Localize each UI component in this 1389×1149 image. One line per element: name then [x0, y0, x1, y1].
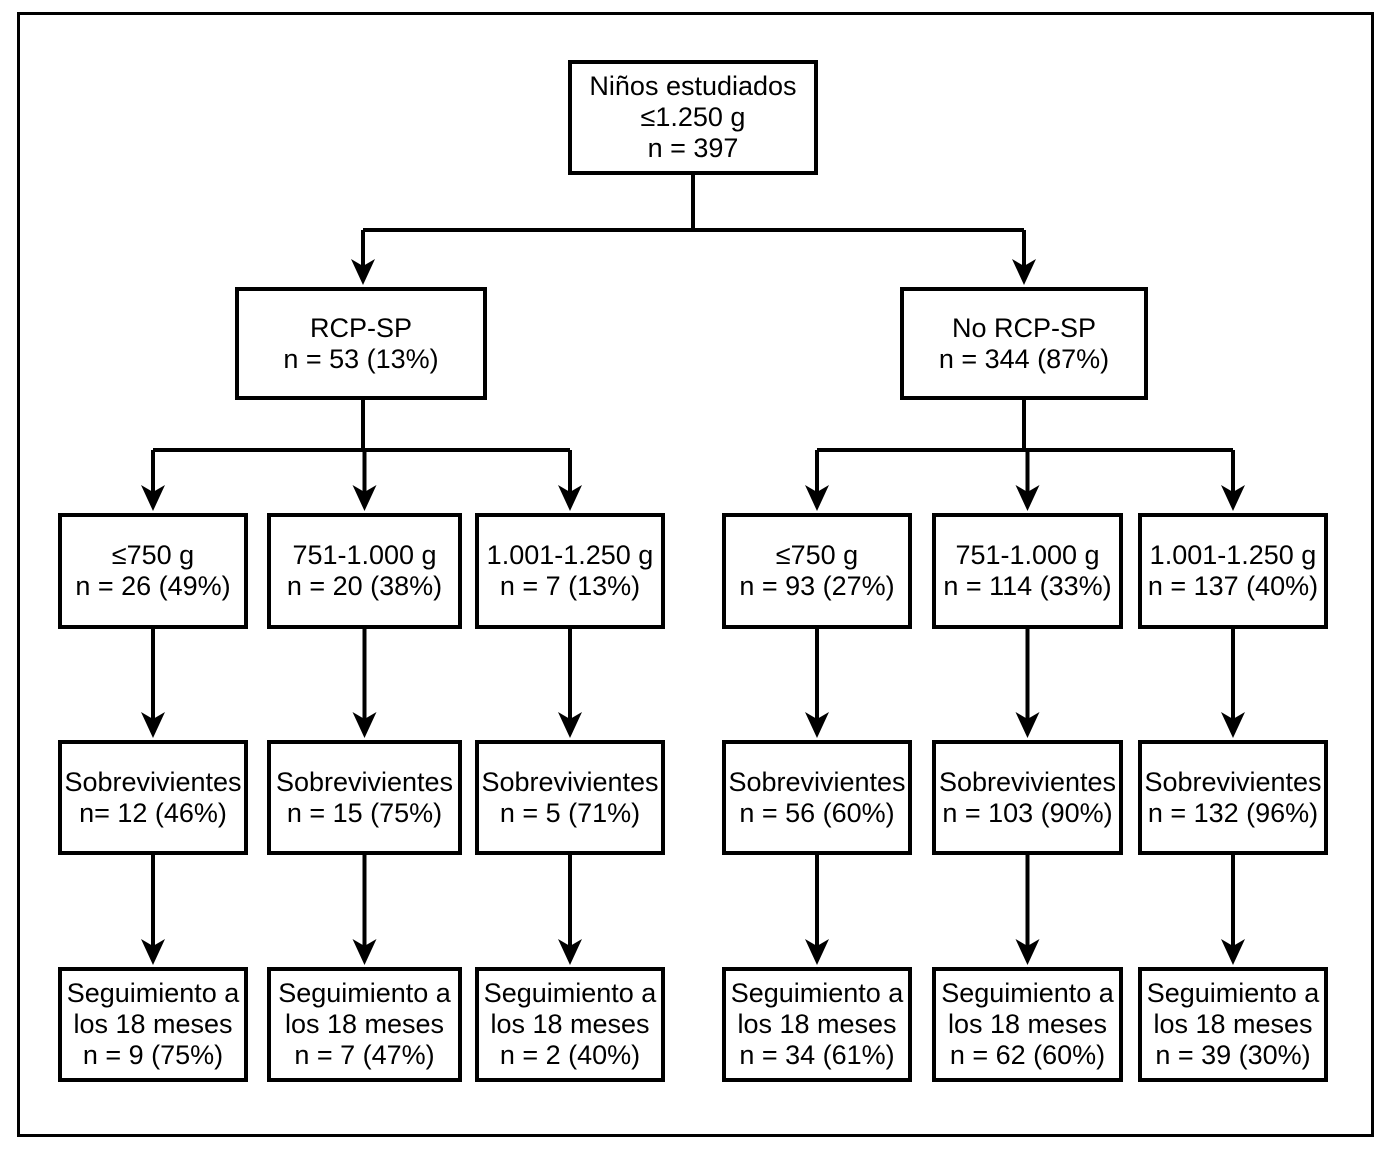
node-text-line: n = 132 (96%)	[1147, 797, 1319, 828]
node-text-line: n = 5 (71%)	[499, 797, 641, 828]
node-text-line: n = 53 (13%)	[283, 343, 439, 374]
node-text-line: Niños estudiados	[589, 71, 797, 101]
node-text-line: los 18 meses	[73, 1009, 233, 1039]
node-text-line: los 18 meses	[1153, 1009, 1313, 1039]
node-text-line: 1.001-1.250 g	[486, 540, 654, 570]
node-text-line: 751-1.000 g	[292, 540, 437, 570]
node-text-line: n = 114 (33%)	[943, 571, 1112, 601]
node-rcp-sobrevivientes-1250: Sobrevivientes n = 5 (71%)	[475, 740, 665, 855]
node-text-line: n = 39 (30%)	[1155, 1040, 1311, 1070]
node-text-line: n = 344 (87%)	[938, 343, 1110, 374]
node-text-line: n = 26 (49%)	[75, 571, 231, 601]
node-text-line: Sobrevivientes	[1144, 766, 1322, 797]
node-text-line: Seguimiento a	[483, 978, 657, 1008]
node-text-line: n= 12 (46%)	[79, 797, 227, 828]
node-text-line: Seguimiento a	[66, 978, 240, 1008]
node-text-line: n = 137 (40%)	[1147, 571, 1319, 601]
node-norcp-1001-1250g: 1.001-1.250 g n = 137 (40%)	[1138, 513, 1328, 629]
node-text-line: Seguimiento a	[941, 978, 1114, 1008]
node-rcp-751-1000g: 751-1.000 g n = 20 (38%)	[267, 513, 462, 629]
node-norcp-sobrevivientes-750: Sobrevivientes n = 56 (60%)	[722, 740, 912, 855]
node-text-line: n = 7 (13%)	[499, 571, 641, 601]
node-no-rcp-sp: No RCP-SP n = 344 (87%)	[900, 287, 1148, 400]
node-text-line: n = 7 (47%)	[294, 1040, 435, 1070]
node-text-line: Sobrevivientes	[275, 766, 454, 797]
node-norcp-seguimiento-1250: Seguimiento a los 18 meses n = 39 (30%)	[1138, 967, 1328, 1082]
node-text-line: n = 20 (38%)	[286, 571, 443, 601]
node-text-line: n = 103 (90%)	[942, 797, 1113, 828]
node-text-line: ≤1.250 g	[640, 102, 746, 132]
node-text-line: n = 56 (60%)	[739, 797, 895, 828]
node-rcp-sobrevivientes-1000: Sobrevivientes n = 15 (75%)	[267, 740, 462, 855]
arrowheads	[141, 259, 1245, 965]
node-norcp-seguimiento-750: Seguimiento a los 18 meses n = 34 (61%)	[722, 967, 912, 1082]
node-text-line: los 18 meses	[947, 1009, 1108, 1039]
node-text-line: No RCP-SP	[951, 312, 1097, 343]
node-text-line: n = 9 (75%)	[82, 1040, 224, 1070]
node-rcp-seguimiento-1250: Seguimiento a los 18 meses n = 2 (40%)	[475, 967, 665, 1082]
node-rcp-seguimiento-750: Seguimiento a los 18 meses n = 9 (75%)	[58, 967, 248, 1082]
node-norcp-sobrevivientes-1000: Sobrevivientes n = 103 (90%)	[932, 740, 1123, 855]
node-text-line: n = 15 (75%)	[286, 797, 443, 828]
node-text-line: los 18 meses	[737, 1009, 897, 1039]
node-text-line: ≤750 g	[111, 540, 195, 570]
node-rcp-seguimiento-1000: Seguimiento a los 18 meses n = 7 (47%)	[267, 967, 462, 1082]
node-text-line: Sobrevivientes	[728, 766, 906, 797]
node-text-line: ≤750 g	[775, 540, 859, 570]
node-text-line: n = 2 (40%)	[499, 1040, 641, 1070]
node-norcp-seguimiento-1000: Seguimiento a los 18 meses n = 62 (60%)	[932, 967, 1123, 1082]
node-text-line: n = 93 (27%)	[739, 571, 895, 601]
node-norcp-sobrevivientes-1250: Sobrevivientes n = 132 (96%)	[1138, 740, 1328, 855]
node-text-line: n = 397	[647, 133, 739, 163]
node-rcp-1001-1250g: 1.001-1.250 g n = 7 (13%)	[475, 513, 665, 629]
node-rcp-sobrevivientes-750: Sobrevivientes n= 12 (46%)	[58, 740, 248, 855]
node-text-line: los 18 meses	[284, 1009, 445, 1039]
node-norcp-751-1000g: 751-1.000 g n = 114 (33%)	[932, 513, 1123, 629]
node-text-line: Sobrevivientes	[481, 766, 659, 797]
node-rcp-le750g: ≤750 g n = 26 (49%)	[58, 513, 248, 629]
node-ninos-estudiados: Niños estudiados ≤1.250 g n = 397	[568, 60, 818, 175]
node-text-line: RCP-SP	[309, 312, 412, 343]
node-text-line: 751-1.000 g	[955, 540, 1100, 570]
node-text-line: los 18 meses	[490, 1009, 650, 1039]
figure-border	[17, 12, 1374, 1137]
node-text-line: Sobrevivientes	[938, 766, 1117, 797]
node-text-line: Seguimiento a	[1146, 978, 1320, 1008]
node-text-line: n = 62 (60%)	[949, 1040, 1106, 1070]
node-text-line: Sobrevivientes	[64, 766, 242, 797]
node-text-line: 1.001-1.250 g	[1149, 540, 1317, 570]
node-norcp-le750g: ≤750 g n = 93 (27%)	[722, 513, 912, 629]
node-text-line: Seguimiento a	[730, 978, 904, 1008]
node-rcp-sp: RCP-SP n = 53 (13%)	[235, 287, 487, 400]
node-text-line: Seguimiento a	[278, 978, 451, 1008]
node-text-line: n = 34 (61%)	[739, 1040, 895, 1070]
